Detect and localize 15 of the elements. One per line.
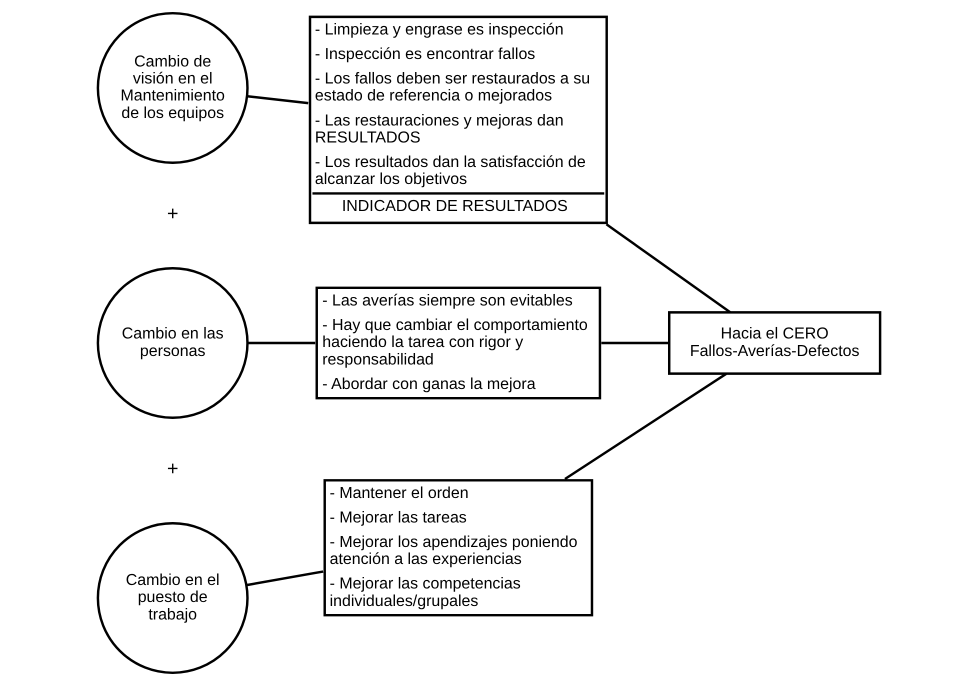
node-circle: Cambio en las personas	[96, 266, 249, 420]
label: +	[166, 458, 178, 480]
node-circle: Cambio en el puesto de trabajo	[96, 522, 249, 674]
connector	[247, 95, 308, 104]
node-circle: Cambio de visión en el Mantenimiento de los equipos	[96, 12, 249, 164]
node-box: Hacia el CERO Fallos-Averías-Defectos	[668, 311, 882, 375]
label: +	[166, 203, 178, 226]
connector	[248, 342, 316, 344]
connector	[606, 223, 731, 314]
connector	[246, 570, 324, 586]
node-box: - Las averías siempre son evitables - Hay que cambiar el comportamiento haciendo la tarea con rigor y responsabilidad - Abordar con ganas la mejora	[316, 286, 602, 400]
connector	[601, 342, 669, 344]
node-box: - Mantener el orden - Mejorar las tareas - Mejorar los apendizajes poniendo atención a las experiencias - Mejorar las competencias individuales/grupales	[323, 479, 594, 616]
node-box: - Limpieza y engrase es inspección - Inspección es encontrar fallos - Los fallos deben ser restaurados a su estado de referencia o mejorados - Las restauraciones y mejoras dan RESULTADOS - Los resultados dan la satisfacción de alcanzar los objetivos INDICADOR DE RESULTADOS	[308, 16, 608, 224]
connector	[564, 372, 727, 480]
